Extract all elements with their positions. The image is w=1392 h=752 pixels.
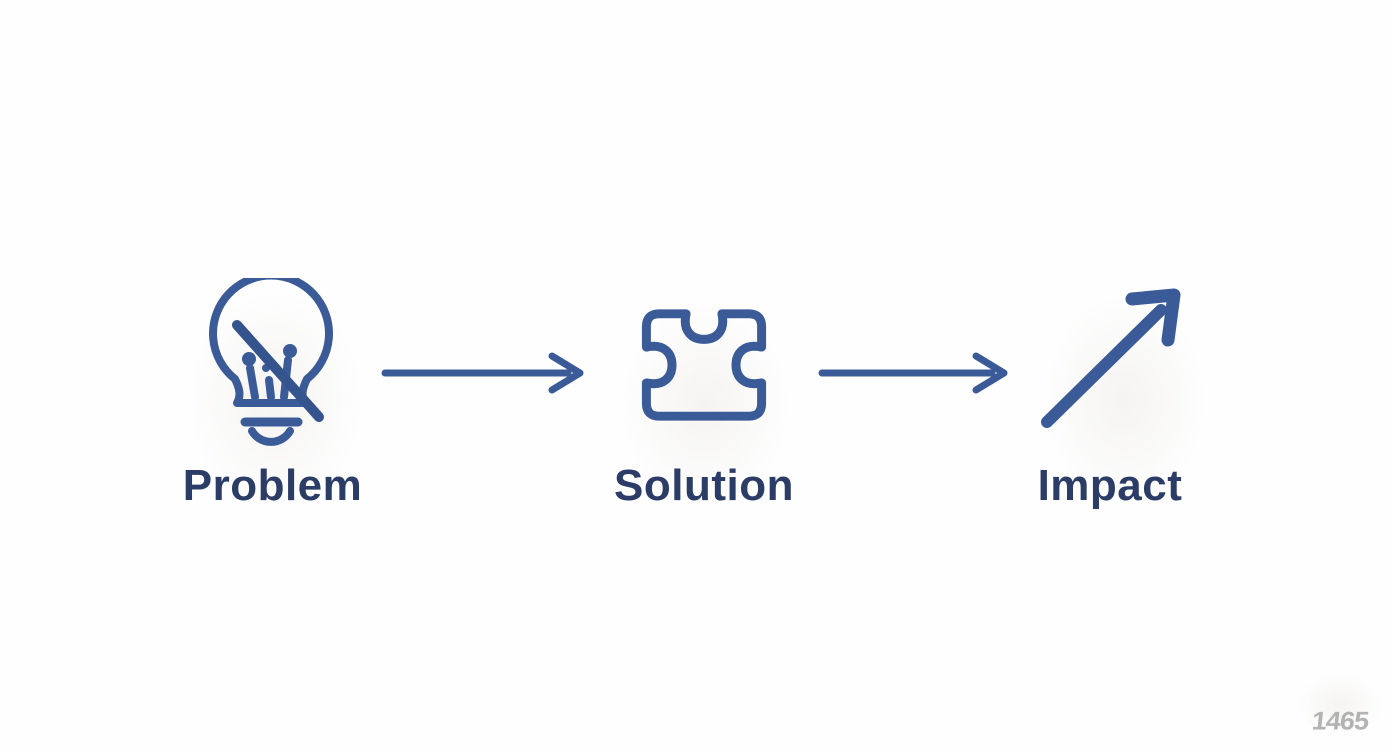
glow-blob (1280, 660, 1392, 750)
right-arrow-icon (818, 352, 1008, 394)
right-arrow-icon (381, 352, 584, 394)
step-label-impact: Impact (1037, 461, 1183, 510)
trending-up-arrow-icon (1041, 288, 1181, 428)
lightbulb-off-icon (209, 278, 333, 446)
step-label-solution: Solution (614, 461, 794, 510)
puzzle-piece-icon (641, 309, 767, 421)
watermark-text: 1465 (1310, 706, 1370, 736)
step-solution: Solution (614, 301, 793, 510)
step-impact: Impact (1035, 283, 1185, 510)
slash-stroke (232, 320, 324, 422)
step-problem: Problem (183, 278, 362, 510)
step-label-problem: Problem (182, 461, 363, 510)
